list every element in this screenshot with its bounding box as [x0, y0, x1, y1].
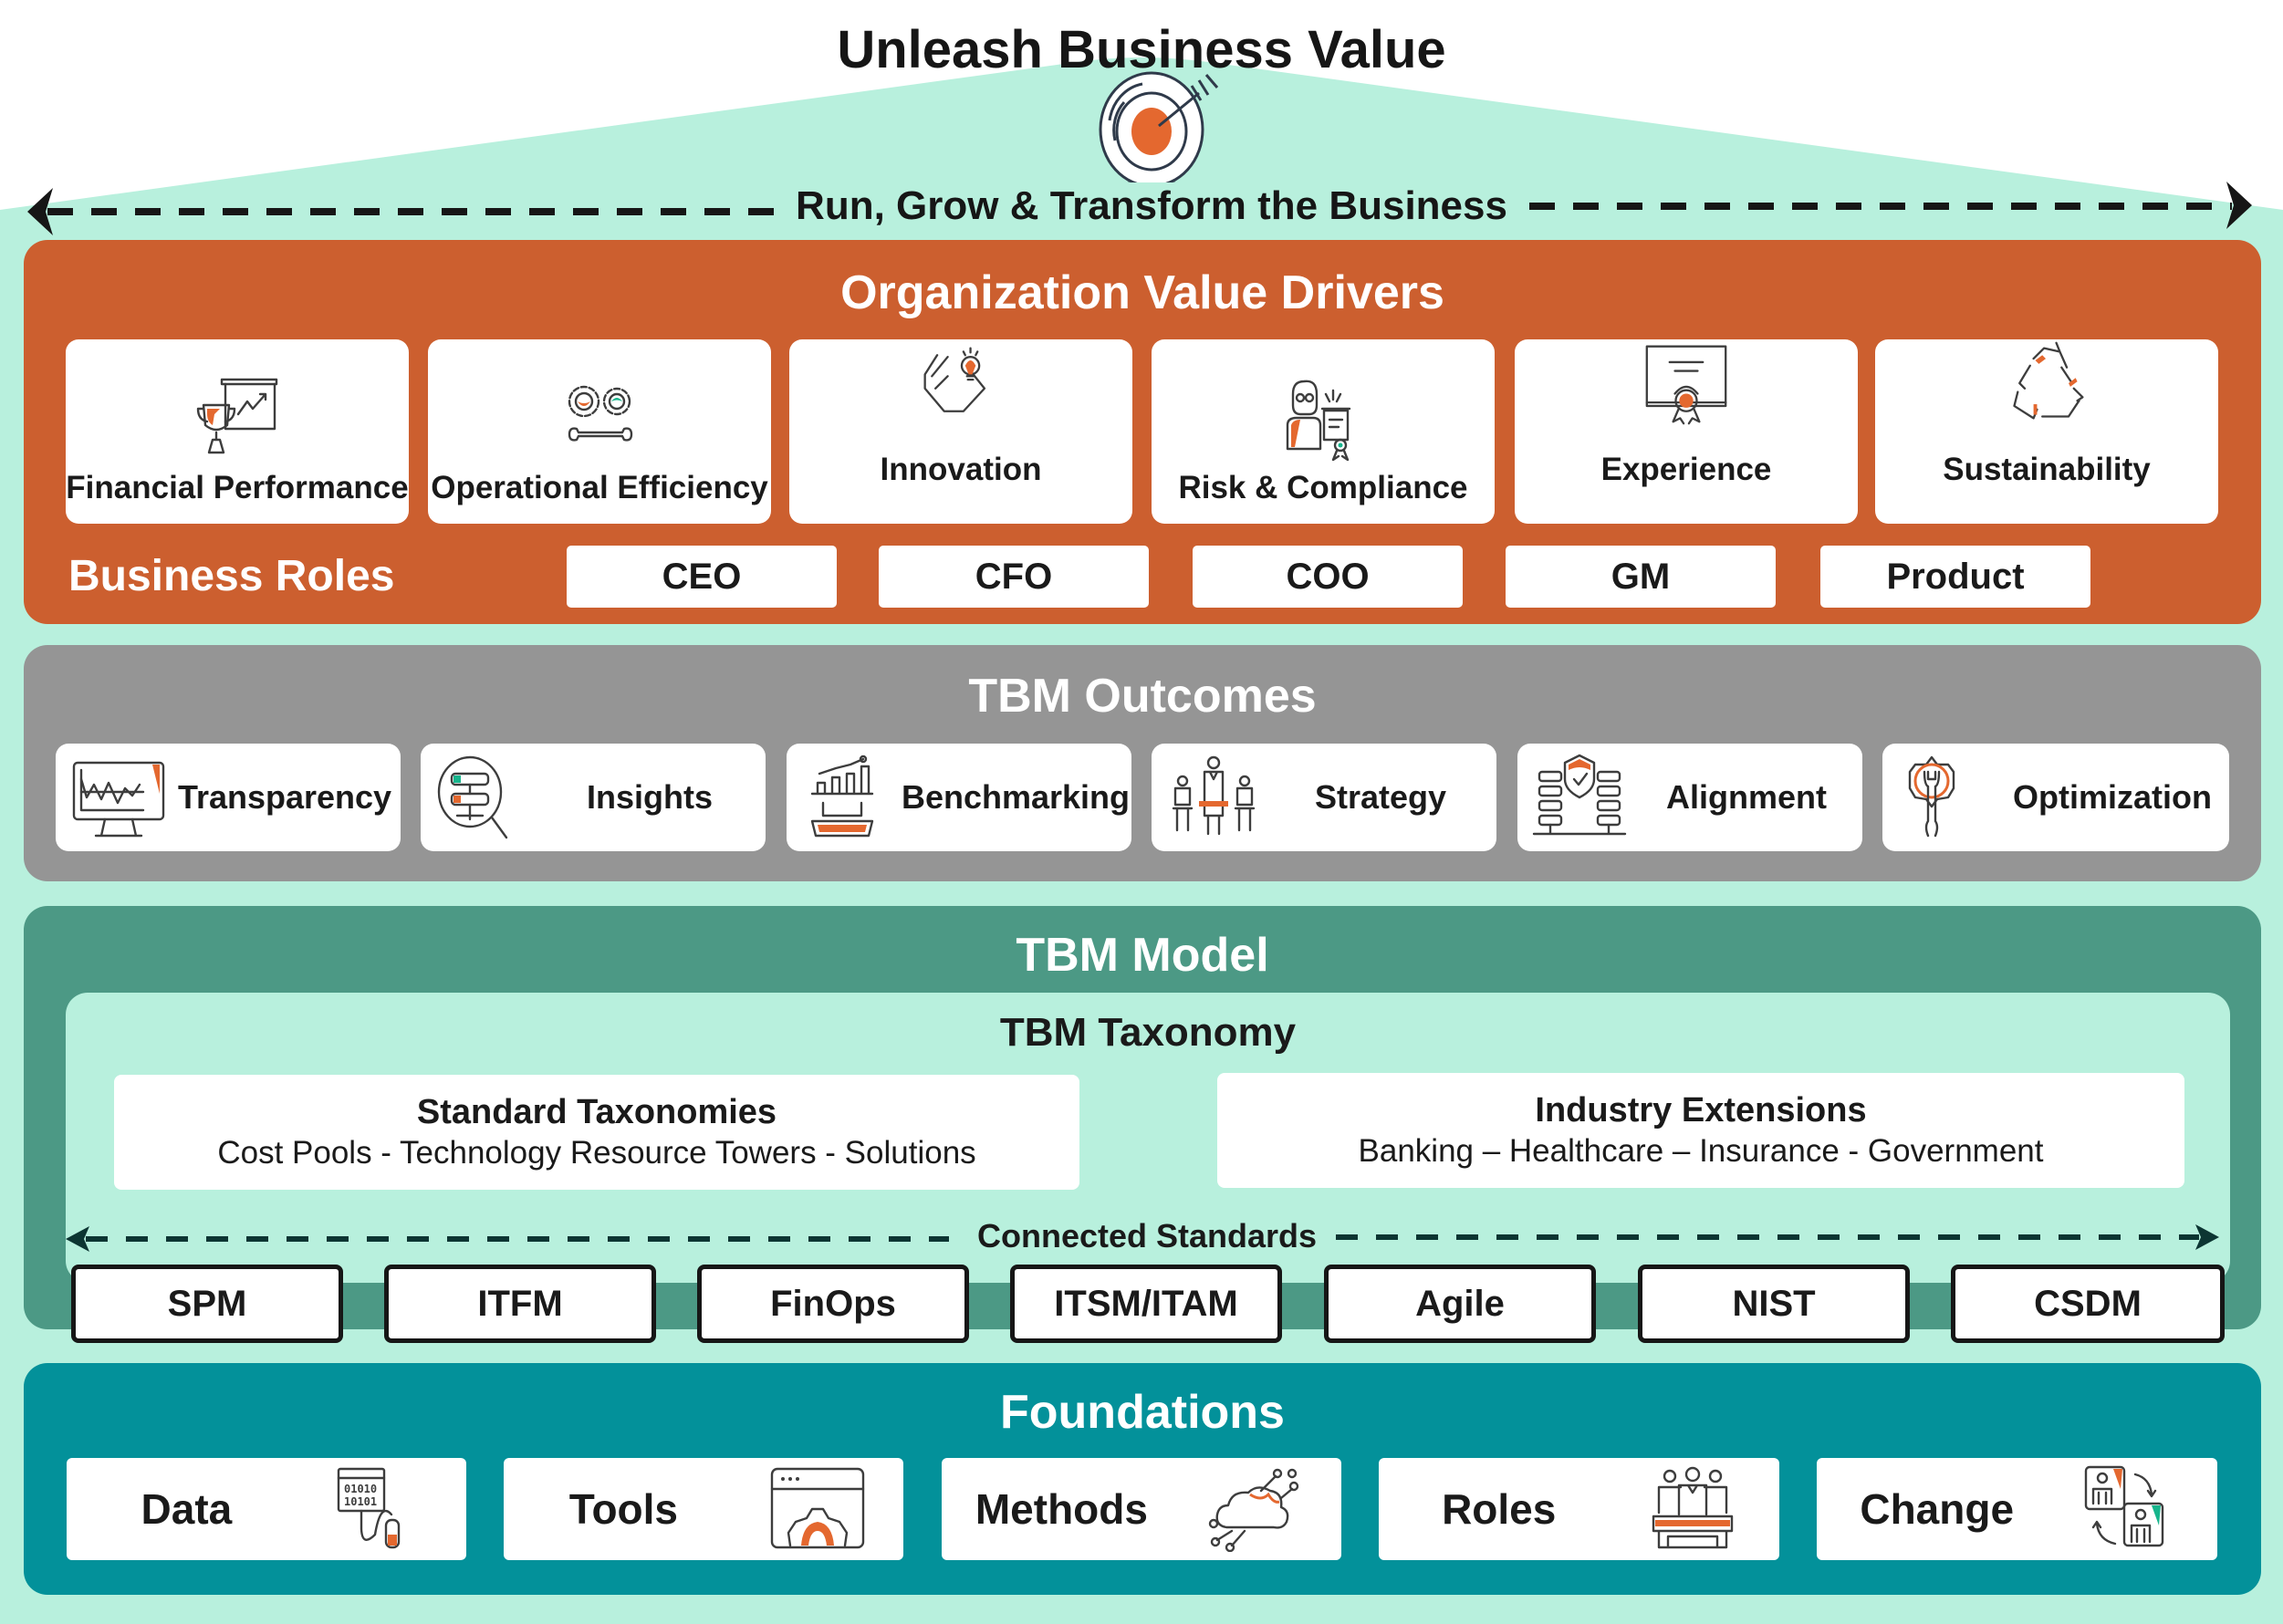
outcome-label: Transparency: [177, 778, 392, 816]
outcomes-title: TBM Outcomes: [968, 670, 1317, 723]
industry-extensions-box[interactable]: Industry Extensions Banking – Healthcare…: [1217, 1073, 2184, 1188]
connected-arrow-left: [66, 1226, 949, 1252]
trophy-chart-icon: [196, 378, 278, 454]
team-meeting-icon: [1172, 755, 1256, 836]
role-gm[interactable]: GM: [1506, 546, 1776, 608]
foundation-card-methods[interactable]: Methods: [942, 1458, 1341, 1560]
outcome-label: Strategy: [1314, 778, 1447, 816]
shield-servers-icon: [1532, 754, 1627, 836]
outcome-card-transparency[interactable]: Transparency: [56, 744, 401, 851]
person-certificate-icon: [1286, 380, 1351, 462]
foundation-card-tools[interactable]: Tools: [504, 1458, 903, 1560]
role-coo[interactable]: COO: [1193, 546, 1463, 608]
driver-label: Sustainability: [1943, 452, 2151, 487]
driver-card-sustainability[interactable]: Sustainability: [1875, 339, 2218, 524]
driver-label: Operational Efficiency: [431, 470, 768, 505]
outcome-card-insights[interactable]: Insights: [421, 744, 766, 851]
value-drivers-title: Organization Value Drivers: [840, 266, 1444, 319]
driver-card-innovation[interactable]: Innovation: [789, 339, 1132, 524]
standard-itfm[interactable]: ITFM: [384, 1265, 656, 1343]
people-swap-icon: [2084, 1465, 2164, 1547]
foundation-card-roles[interactable]: Roles: [1379, 1458, 1779, 1560]
magnifier-database-icon: [437, 755, 508, 839]
standard-taxonomies-subtitle: Cost Pools - Technology Resource Towers …: [217, 1135, 976, 1171]
certificate-award-icon: [1645, 345, 1727, 425]
outcome-label: Benchmarking: [901, 778, 1131, 816]
standard-nist[interactable]: NIST: [1638, 1265, 1910, 1343]
standard-taxonomies-title: Standard Taxonomies: [416, 1093, 777, 1131]
foundation-label: Data: [141, 1485, 233, 1533]
foundation-card-change[interactable]: Change: [1817, 1458, 2217, 1560]
subtitle: Run, Grow & Transform the Business: [794, 182, 1509, 230]
outcome-card-optimization[interactable]: Optimization: [1882, 744, 2229, 851]
outcome-card-benchmarking[interactable]: Benchmarking: [787, 744, 1131, 851]
foundation-label: Tools: [568, 1485, 679, 1533]
foundation-label: Change: [1860, 1485, 2015, 1533]
industry-extensions-title: Industry Extensions: [1535, 1091, 1867, 1130]
foundation-label: Methods: [975, 1485, 1148, 1533]
page-title: Unleash Business Value: [837, 20, 1446, 79]
foundations-title: Foundations: [1000, 1386, 1285, 1439]
gears-wrench-icon: [568, 385, 633, 442]
outcome-label: Insights: [586, 778, 713, 816]
standard-spm[interactable]: SPM: [71, 1265, 343, 1343]
cloud-network-icon: [1208, 1468, 1299, 1552]
outcome-label: Optimization: [2013, 778, 2212, 816]
gear-wrench-icon: [1908, 755, 1955, 838]
role-product[interactable]: Product: [1820, 546, 2090, 608]
lightbulb-laptop-icon: [923, 347, 986, 412]
run-grow-arrow-right: [1529, 182, 2252, 229]
driver-label: Financial Performance: [66, 470, 409, 505]
driver-card-financial-performance[interactable]: Financial Performance: [66, 339, 409, 524]
driver-label: Innovation: [880, 452, 1042, 487]
svg-text:10101: 10101: [344, 1495, 377, 1508]
people-desk-icon: [1652, 1466, 1734, 1549]
driver-card-risk-compliance[interactable]: Risk & Compliance: [1152, 339, 1495, 524]
standard-taxonomies-box[interactable]: Standard Taxonomies Cost Pools - Technol…: [114, 1075, 1079, 1190]
tbm-model-title: TBM Model: [1016, 929, 1269, 982]
connected-standards-label: Connected Standards: [976, 1217, 1318, 1254]
driver-card-operational-efficiency[interactable]: Operational Efficiency: [428, 339, 771, 524]
driver-label: Experience: [1600, 452, 1772, 487]
driver-label: Risk & Compliance: [1178, 470, 1468, 505]
driver-card-experience[interactable]: Experience: [1515, 339, 1858, 524]
industry-extensions-subtitle: Banking – Healthcare – Insurance - Gover…: [1358, 1133, 2044, 1169]
binary-data-mouse-icon: 01010 10101: [337, 1467, 401, 1549]
recycle-icon: [2013, 341, 2084, 420]
target-arrow-icon: [1099, 71, 1219, 205]
bar-chart-podium-icon: [810, 755, 874, 838]
run-grow-arrow-left: [27, 188, 774, 235]
svg-text:01010: 01010: [344, 1483, 377, 1495]
outcome-card-alignment[interactable]: Alignment: [1517, 744, 1862, 851]
taxonomy-title: TBM Taxonomy: [999, 1010, 1297, 1055]
role-cfo[interactable]: CFO: [879, 546, 1149, 608]
standard-finops[interactable]: FinOps: [697, 1265, 969, 1343]
connected-arrow-right: [1336, 1224, 2219, 1250]
standard-itsm-itam[interactable]: ITSM/ITAM: [1010, 1265, 1282, 1343]
foundation-card-data[interactable]: Data 01010 10101: [67, 1458, 466, 1560]
outcome-card-strategy[interactable]: Strategy: [1152, 744, 1496, 851]
outcome-label: Alignment: [1666, 778, 1827, 816]
business-roles-label: Business Roles: [68, 552, 395, 600]
monitor-chart-icon: [72, 761, 165, 838]
standard-csdm[interactable]: CSDM: [1951, 1265, 2225, 1343]
browser-gear-icon: [770, 1467, 865, 1549]
role-ceo[interactable]: CEO: [567, 546, 837, 608]
standard-agile[interactable]: Agile: [1324, 1265, 1596, 1343]
foundation-label: Roles: [1442, 1485, 1557, 1533]
connected-standards-arrows: [66, 1224, 2219, 1252]
